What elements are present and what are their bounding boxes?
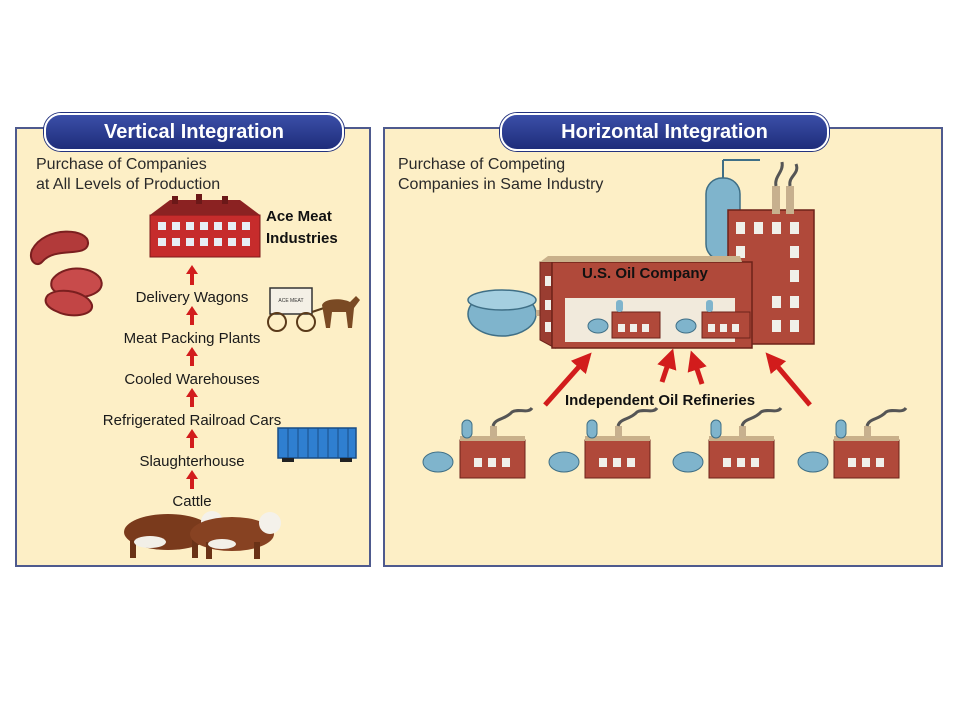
us-oil-company-label: U.S. Oil Company (582, 265, 708, 282)
step-delivery-wagons: Delivery Wagons (135, 289, 249, 306)
vertical-subtitle-line2: at All Levels of Production (36, 176, 221, 193)
step-refrigerated-railroad-cars: Refrigerated Railroad Cars (102, 412, 282, 429)
railroad-car-icon (277, 427, 357, 462)
step-meat-packing-plants: Meat Packing Plants (123, 330, 261, 347)
storage-tank-icon (467, 289, 554, 337)
ace-meat-label-line2: Industries (266, 230, 338, 247)
step-slaughterhouse: Slaughterhouse (139, 453, 245, 470)
us-oil-company-building (539, 256, 753, 349)
step-cooled-warehouses: Cooled Warehouses (124, 371, 260, 388)
independent-refinery-3 (672, 406, 783, 479)
step-cattle: Cattle (172, 493, 212, 510)
meat-icon (30, 230, 103, 317)
ace-meat-factory-icon (149, 194, 261, 258)
horizontal-integration-title: Horizontal Integration (500, 113, 829, 151)
acquisition-arrows (543, 348, 812, 407)
horizontal-subtitle-line1: Purchase of Competing (398, 156, 566, 173)
wagon-sign: ACE MEAT (278, 298, 303, 304)
vertical-arrows (186, 265, 198, 489)
horizontal-subtitle-line2: Companies in Same Industry (398, 176, 604, 193)
independent-refinery-1 (422, 406, 534, 479)
cattle-icon (124, 511, 281, 559)
independent-refineries-label: Independent Oil Refineries (565, 392, 756, 409)
independent-refinery-2 (548, 406, 659, 479)
horizontal-subtitle: Purchase of Competing Companies in Same … (398, 155, 603, 195)
ace-meat-label-line1: Ace Meat (266, 208, 332, 225)
delivery-wagon-icon: ACE MEAT (267, 287, 360, 332)
inner-refinery-2 (675, 300, 751, 339)
vertical-subtitle: Purchase of Companies at All Levels of P… (36, 155, 220, 195)
inner-refinery-1 (587, 300, 661, 339)
ace-meat-label: Ace Meat Industries (266, 206, 338, 250)
vertical-subtitle-line1: Purchase of Companies (36, 156, 207, 173)
vertical-integration-title: Vertical Integration (44, 113, 344, 151)
independent-refinery-4 (797, 406, 908, 479)
